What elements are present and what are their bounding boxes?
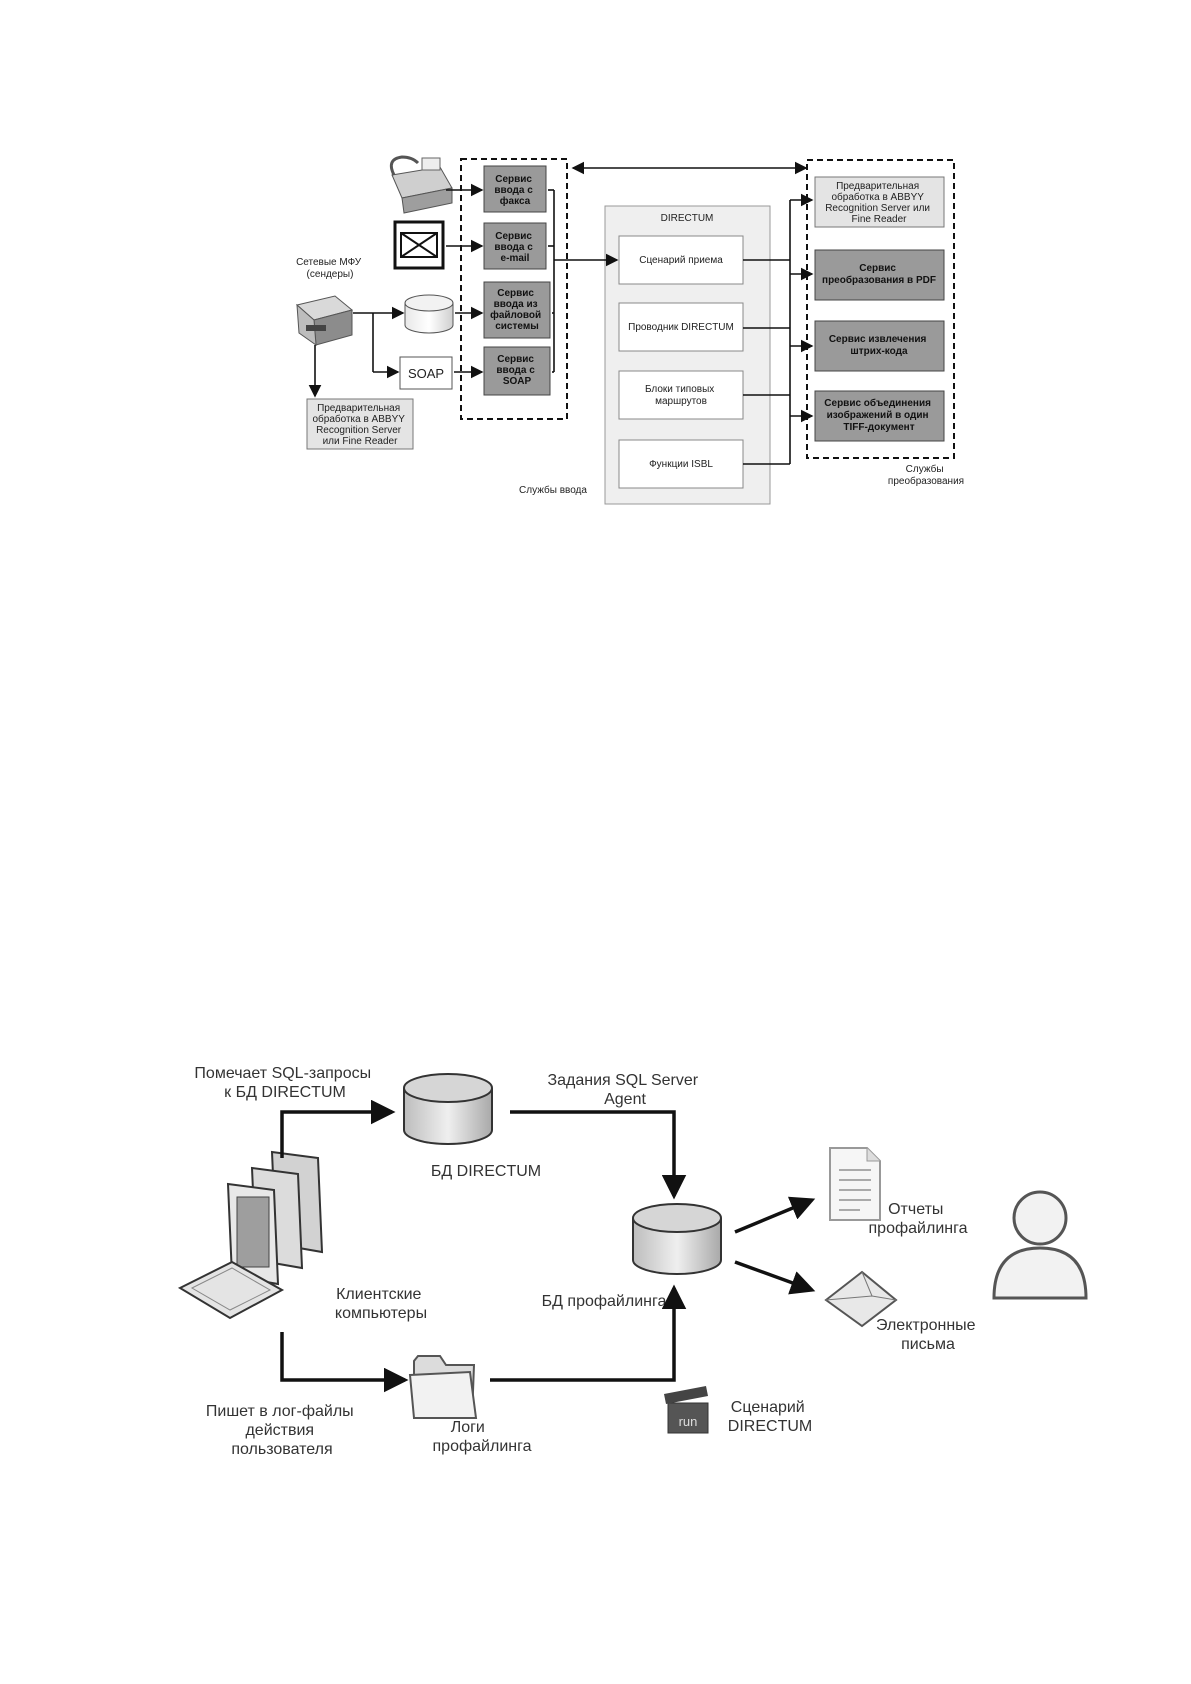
transform-group-label: Службы преобразования <box>888 463 964 487</box>
soap-box <box>399 356 453 390</box>
email-input-service-label: Сервис ввода с e-mail <box>494 231 535 264</box>
directum-block-routes <box>618 370 744 420</box>
preprocessing-left-box <box>306 398 414 450</box>
db-profiling-icon <box>632 1203 722 1275</box>
agent-jobs-label: Задания SQL Server Agent <box>547 1072 702 1108</box>
logs-label: Логи профайлинга <box>433 1419 532 1455</box>
filesystem-input-service <box>483 281 551 339</box>
emails-label: Электронные письма <box>876 1317 980 1353</box>
soap-input-service-label: Сервис ввода с SOAP <box>496 354 537 387</box>
run-label: run <box>679 1414 698 1429</box>
pdf-conversion-service-label: Сервис преобразования в PDF <box>822 263 936 286</box>
logs-folder-icon <box>408 1355 478 1419</box>
filesystem-input-service-label: Сервис ввода из файловой системы <box>490 288 544 332</box>
diagram-transform-services: Предварительная обработка в ABBYY Recogn… <box>806 159 964 487</box>
fax-input-service <box>483 165 547 213</box>
input-services-group <box>460 158 568 420</box>
user-icon <box>992 1190 1088 1300</box>
file-storage-icon <box>404 294 454 334</box>
directum-block-isbl-label: Функции ISBL <box>649 459 713 470</box>
preprocessing-right-label: Предварительная обработка в ABBYY Recogn… <box>825 181 933 225</box>
marks-sql-label: Помечает SQL-запросы к БД DIRECTUM <box>194 1065 375 1101</box>
email-envelope-icon <box>824 1270 898 1328</box>
preprocessing-right-box <box>814 176 945 228</box>
input-group-label: Службы ввода <box>519 484 587 496</box>
clients-label: Клиентские компьютеры <box>335 1286 427 1322</box>
barcode-service <box>814 320 945 372</box>
directum-block-explorer-label: Проводник DIRECTUM <box>628 322 734 333</box>
db-directum-label: БД DIRECTUM <box>431 1163 541 1180</box>
profiling-arrows <box>280 1099 816 1393</box>
transform-services-group <box>806 159 955 459</box>
writes-logs-label: Пишет в лог-файлы действия пользователя <box>206 1403 358 1458</box>
script-run-icon: run <box>664 1386 709 1434</box>
db-directum-icon <box>403 1073 493 1145</box>
pdf-conversion-service <box>814 249 945 301</box>
tiff-merge-service <box>814 390 945 442</box>
reports-label: Отчеты профайлинга <box>869 1201 968 1237</box>
email-input-service <box>483 222 547 270</box>
barcode-service-label: Сервис извлечения штрих-кода <box>829 334 929 357</box>
directum-block-isbl <box>618 439 744 489</box>
soap-label: SOAP <box>408 366 444 381</box>
directum-title: DIRECTUM <box>661 213 714 224</box>
client-computers-icon <box>177 1150 324 1320</box>
input-arrows <box>308 183 555 398</box>
directum-block-explorer <box>618 302 744 352</box>
directum-block-receive-script <box>618 235 744 285</box>
fax-icon <box>389 155 453 214</box>
db-profiling-label: БД профайлинга <box>542 1293 667 1310</box>
diagram-profiling: Помечает SQL-запросы к БД DIRECTUM БД DI… <box>177 1065 1088 1458</box>
preprocessing-left-label: Предварительная обработка в ABBYY Recogn… <box>312 403 407 447</box>
mfu-label: Сетевые МФУ (сендеры) <box>296 257 364 280</box>
diagram-input-services: Сетевые МФУ (сендеры) SOAP Предварительн… <box>295 155 587 496</box>
envelope-icon <box>393 220 445 270</box>
directum-block-receive-script-label: Сценарий приема <box>639 255 723 266</box>
report-document-icon <box>829 1147 881 1221</box>
soap-input-service <box>483 346 551 396</box>
tiff-merge-service-label: Сервис объединения изображений в один TI… <box>824 397 933 433</box>
fax-input-service-label: Сервис ввода с факса <box>494 174 535 207</box>
script-label: Сценарий DIRECTUM <box>728 1399 812 1435</box>
directum-arrows <box>554 161 814 465</box>
directum-block-routes-label: Блоки типовых маршрутов <box>645 384 717 407</box>
directum-container: DIRECTUM Сценарий приема Проводник DIREC… <box>604 205 771 505</box>
mfu-printer-icon <box>295 295 354 347</box>
